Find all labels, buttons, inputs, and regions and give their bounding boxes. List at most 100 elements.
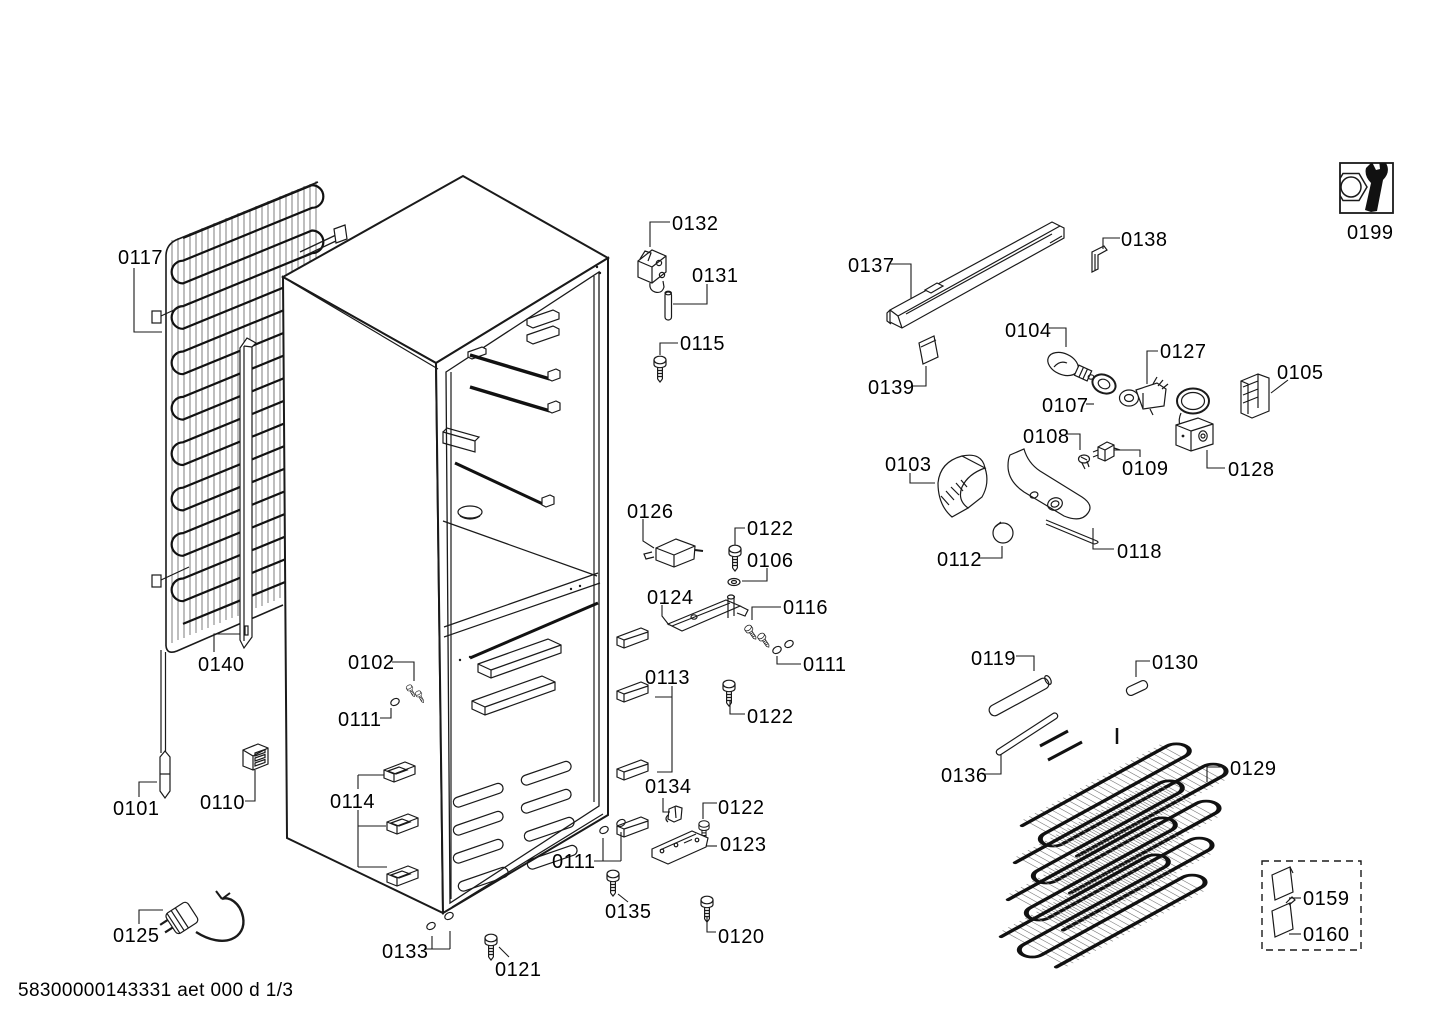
part-0111-grommet-2: [782, 638, 796, 650]
part-label-0105: 0105: [1277, 362, 1324, 384]
part-0108-screw: [1077, 454, 1091, 470]
part-label-0123: 0123: [720, 834, 767, 856]
part-0139-plate: [918, 335, 939, 365]
part-label-0112: 0112: [937, 549, 982, 571]
part-label-0132: 0132: [672, 213, 719, 235]
part-label-0104: 0104: [1005, 320, 1052, 342]
part-label-0140: 0140: [198, 654, 245, 676]
part-0113-cap-2: [616, 681, 649, 703]
part-label-0138: 0138: [1121, 229, 1168, 251]
part-label-0122c: 0122: [718, 797, 765, 819]
part-label-0119: 0119: [971, 648, 1016, 670]
part-label-0109: 0109: [1122, 458, 1169, 480]
part-label-0134: 0134: [645, 776, 692, 798]
condenser-top-bracket: [299, 224, 348, 258]
part-label-0122a: 0122: [747, 518, 794, 540]
part-0109-connector: [1092, 441, 1121, 462]
part-0111-grommet-1: [770, 644, 784, 656]
part-0116-screw-2: [756, 631, 773, 650]
part-0131-pin: [664, 290, 673, 321]
part-label-0120: 0120: [718, 926, 765, 948]
part-0135-screw: [606, 869, 620, 897]
part-label-0118: 0118: [1117, 541, 1162, 563]
cabinet-interior: [442, 309, 601, 894]
part-0113-cap-4: [616, 816, 649, 838]
part-label-0111a: 0111: [338, 709, 382, 731]
part-label-0130: 0130: [1152, 652, 1199, 674]
part-0106-washer: [727, 577, 741, 587]
part-label-0107: 0107: [1042, 395, 1089, 417]
part-0137-rail: [886, 221, 1065, 329]
part-0113-cap-1: [616, 627, 649, 649]
part-label-0113: 0113: [645, 667, 690, 689]
part-label-0129: 0129: [1230, 758, 1277, 780]
part-0126-switch: [643, 538, 704, 568]
part-label-0122b: 0122: [747, 706, 794, 728]
part-0111-grommet-4: [597, 824, 611, 836]
part-label-0127: 0127: [1160, 341, 1207, 363]
part-label-0160: 0160: [1303, 924, 1350, 946]
part-label-0128: 0128: [1228, 459, 1275, 481]
part-label-0139: 0139: [868, 377, 915, 399]
part-label-0159: 0159: [1303, 888, 1350, 910]
part-0138-bracket: [1091, 245, 1108, 273]
part-0129-evaporator: [991, 728, 1237, 973]
part-0116-screw-1: [743, 623, 760, 642]
part-0101-drier: [159, 750, 171, 800]
part-0122a-screw: [728, 544, 742, 572]
part-label-0111b: 0111: [803, 654, 847, 676]
leader-lines: [133, 221, 1301, 958]
part-label-0135: 0135: [605, 901, 652, 923]
part-label-0131: 0131: [692, 265, 739, 287]
part-0113-cap-3: [616, 759, 649, 781]
part-label-0106: 0106: [747, 550, 794, 572]
part-label-0115: 0115: [680, 333, 725, 355]
part-label-0199: 0199: [1347, 222, 1394, 244]
part-0160-sheet: [1271, 896, 1296, 938]
service-tools-icon: [1339, 162, 1394, 214]
part-0133-grommet-1: [424, 920, 438, 932]
part-0104-lamp-bulb: [1047, 351, 1095, 382]
part-0122b-screw: [722, 679, 736, 707]
part-label-0103: 0103: [885, 454, 932, 476]
part-0112-knob: [992, 521, 1014, 544]
part-label-0116: 0116: [783, 597, 828, 619]
part-0121-screw: [484, 933, 498, 961]
part-label-0136: 0136: [941, 765, 988, 787]
part-0128-thermostat-box: [1175, 387, 1214, 452]
part-0118-lamp-housing: [1007, 448, 1099, 545]
part-0127-thermostat: [1118, 376, 1169, 416]
part-0125-power-cord: [159, 890, 245, 942]
part-label-0133: 0133: [382, 941, 429, 963]
part-0140-rail: [239, 337, 257, 650]
part-label-0125: 0125: [113, 925, 160, 947]
part-label-0137: 0137: [848, 255, 895, 277]
part-0124-middle-hinge: [666, 594, 749, 632]
part-label-0108: 0108: [1023, 426, 1070, 448]
part-0134-bracket: [665, 805, 683, 823]
part-label-0101: 0101: [113, 798, 160, 820]
part-label-0117: 0117: [118, 247, 163, 269]
part-0136-rod: [995, 712, 1059, 756]
part-label-0110: 0110: [200, 792, 245, 814]
cabinet-body: [280, 174, 610, 915]
part-label-0121: 0121: [495, 959, 542, 981]
callout-labels: 0117 0132 0131 0115 0137 0138 0139 0104 …: [113, 213, 1394, 981]
part-0132-top-hinge: [637, 249, 667, 294]
part-0119-tube: [988, 675, 1052, 717]
document-number: 58300000143331 aet 000 d 1/3: [18, 980, 293, 1001]
part-0115-screw: [653, 355, 667, 383]
part-label-0124: 0124: [647, 587, 694, 609]
accessory-box: [1261, 860, 1362, 951]
part-0105-bracket: [1240, 373, 1270, 419]
part-label-0111c: 0111: [552, 851, 596, 873]
part-label-0102: 0102: [348, 652, 395, 674]
part-label-0126: 0126: [627, 501, 674, 523]
part-0123-hinge-plate: [651, 830, 709, 865]
part-label-0114: 0114: [330, 791, 375, 813]
part-0159-sheet: [1271, 866, 1294, 901]
part-0103-cover: [937, 454, 988, 518]
part-0130-tube: [1125, 679, 1149, 697]
